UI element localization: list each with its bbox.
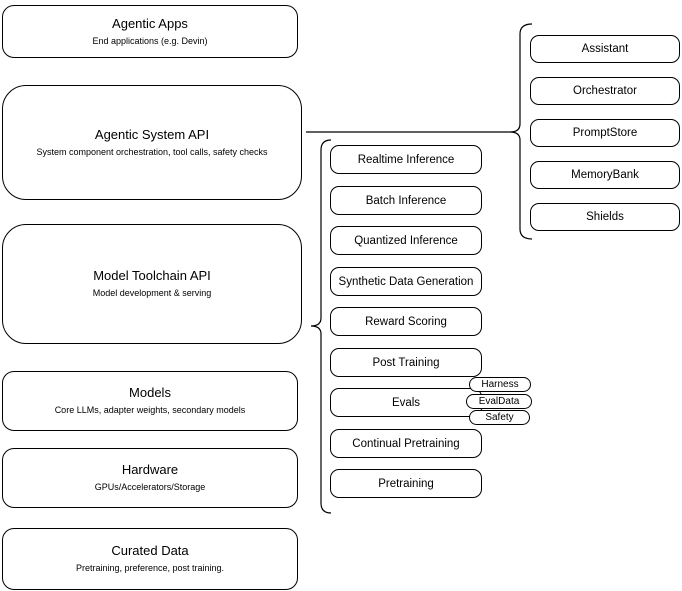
node-evals: Evals <box>330 388 482 417</box>
node-subtitle: End applications (e.g. Devin) <box>92 35 208 46</box>
node-curated-data: Curated Data Pretraining, preference, po… <box>2 528 298 590</box>
node-realtime-inference: Realtime Inference <box>330 145 482 174</box>
node-title: Model Toolchain API <box>93 268 211 284</box>
tag-evaldata: EvalData <box>466 394 532 409</box>
tag-safety: Safety <box>469 410 530 425</box>
node-title: Curated Data <box>111 543 189 559</box>
node-hardware: Hardware GPUs/Accelerators/Storage <box>2 448 298 508</box>
node-agentic-apps: Agentic Apps End applications (e.g. Devi… <box>2 5 298 58</box>
node-title: Agentic Apps <box>112 15 188 31</box>
node-subtitle: Pretraining, preference, post training. <box>75 563 225 574</box>
node-subtitle: Model development & serving <box>92 288 212 299</box>
node-assistant: Assistant <box>530 35 680 63</box>
node-post-training: Post Training <box>330 348 482 377</box>
node-quantized-inference: Quantized Inference <box>330 226 482 255</box>
brace-toolchain-components <box>310 139 332 514</box>
node-subtitle: GPUs/Accelerators/Storage <box>94 482 206 493</box>
node-continual-pretraining: Continual Pretraining <box>330 429 482 458</box>
node-orchestrator: Orchestrator <box>530 77 680 105</box>
node-batch-inference: Batch Inference <box>330 186 482 215</box>
brace-system-components <box>509 23 533 240</box>
node-model-toolchain-api: Model Toolchain API Model development & … <box>2 224 302 344</box>
node-title: Agentic System API <box>94 126 210 142</box>
node-subtitle: System component orchestration, tool cal… <box>36 146 268 157</box>
node-synthetic-data-generation: Synthetic Data Generation <box>330 267 482 296</box>
node-subtitle: Core LLMs, adapter weights, secondary mo… <box>54 405 246 416</box>
node-promptstore: PromptStore <box>530 119 680 147</box>
node-title: Models <box>129 385 171 401</box>
node-shields: Shields <box>530 203 680 231</box>
node-memorybank: MemoryBank <box>530 161 680 189</box>
tag-harness: Harness <box>469 377 531 392</box>
node-pretraining: Pretraining <box>330 469 482 498</box>
node-reward-scoring: Reward Scoring <box>330 307 482 336</box>
node-agentic-system-api: Agentic System API System component orch… <box>2 85 302 200</box>
node-title: Hardware <box>121 462 179 478</box>
node-models: Models Core LLMs, adapter weights, secon… <box>2 371 298 431</box>
